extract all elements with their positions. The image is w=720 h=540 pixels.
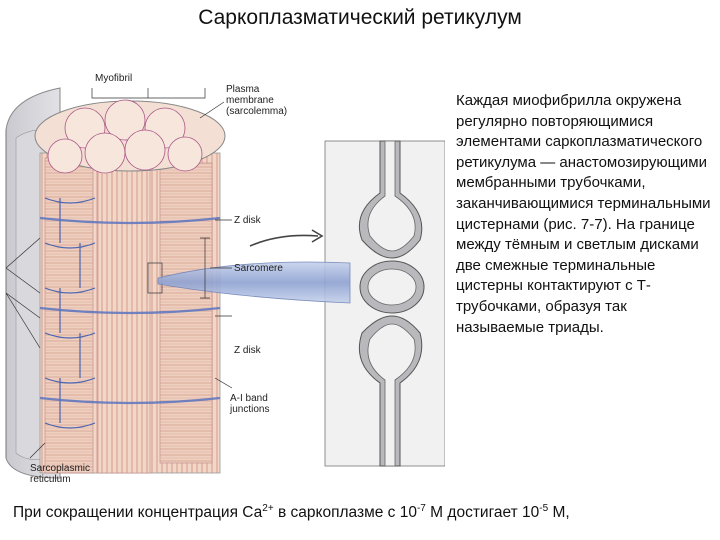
sarcoplasmic-reticulum-label: Sarcoplasmic reticulum xyxy=(30,463,91,485)
exponent-1: -7 xyxy=(416,503,426,514)
footer-suffix: М, xyxy=(548,504,570,522)
footer-middle: в саркоплазме с 10 xyxy=(273,504,417,522)
sarcomere-label: Sarcomere xyxy=(234,263,283,274)
slide-title: Саркоплазматический ретикулум xyxy=(198,6,522,29)
ai-band-junctions-label: A-I band junctions xyxy=(230,393,270,415)
exponent-2: -5 xyxy=(539,503,549,514)
z-disk-bottom-label: Z disk xyxy=(234,345,261,356)
muscle-fiber-illustration xyxy=(5,87,446,479)
muscle-fiber-figure: Myofibril Plasma membrane (sarcolemma) Z… xyxy=(0,58,446,498)
plasma-membrane-label: Plasma membrane (sarcolemma) xyxy=(226,84,288,117)
footer-text: При сокращении концентрация Са2+ в сарко… xyxy=(13,503,713,522)
footer-middle2: М достигает 10 xyxy=(425,504,540,522)
myofibril-label: Myofibril xyxy=(95,73,133,84)
footer-prefix: При сокращении концентрация Са xyxy=(13,504,263,522)
ca-superscript: 2+ xyxy=(262,503,274,514)
description-text: Каждая миофибрилла окружена регулярно по… xyxy=(456,92,711,336)
z-disk-top-label: Z disk xyxy=(234,215,261,226)
